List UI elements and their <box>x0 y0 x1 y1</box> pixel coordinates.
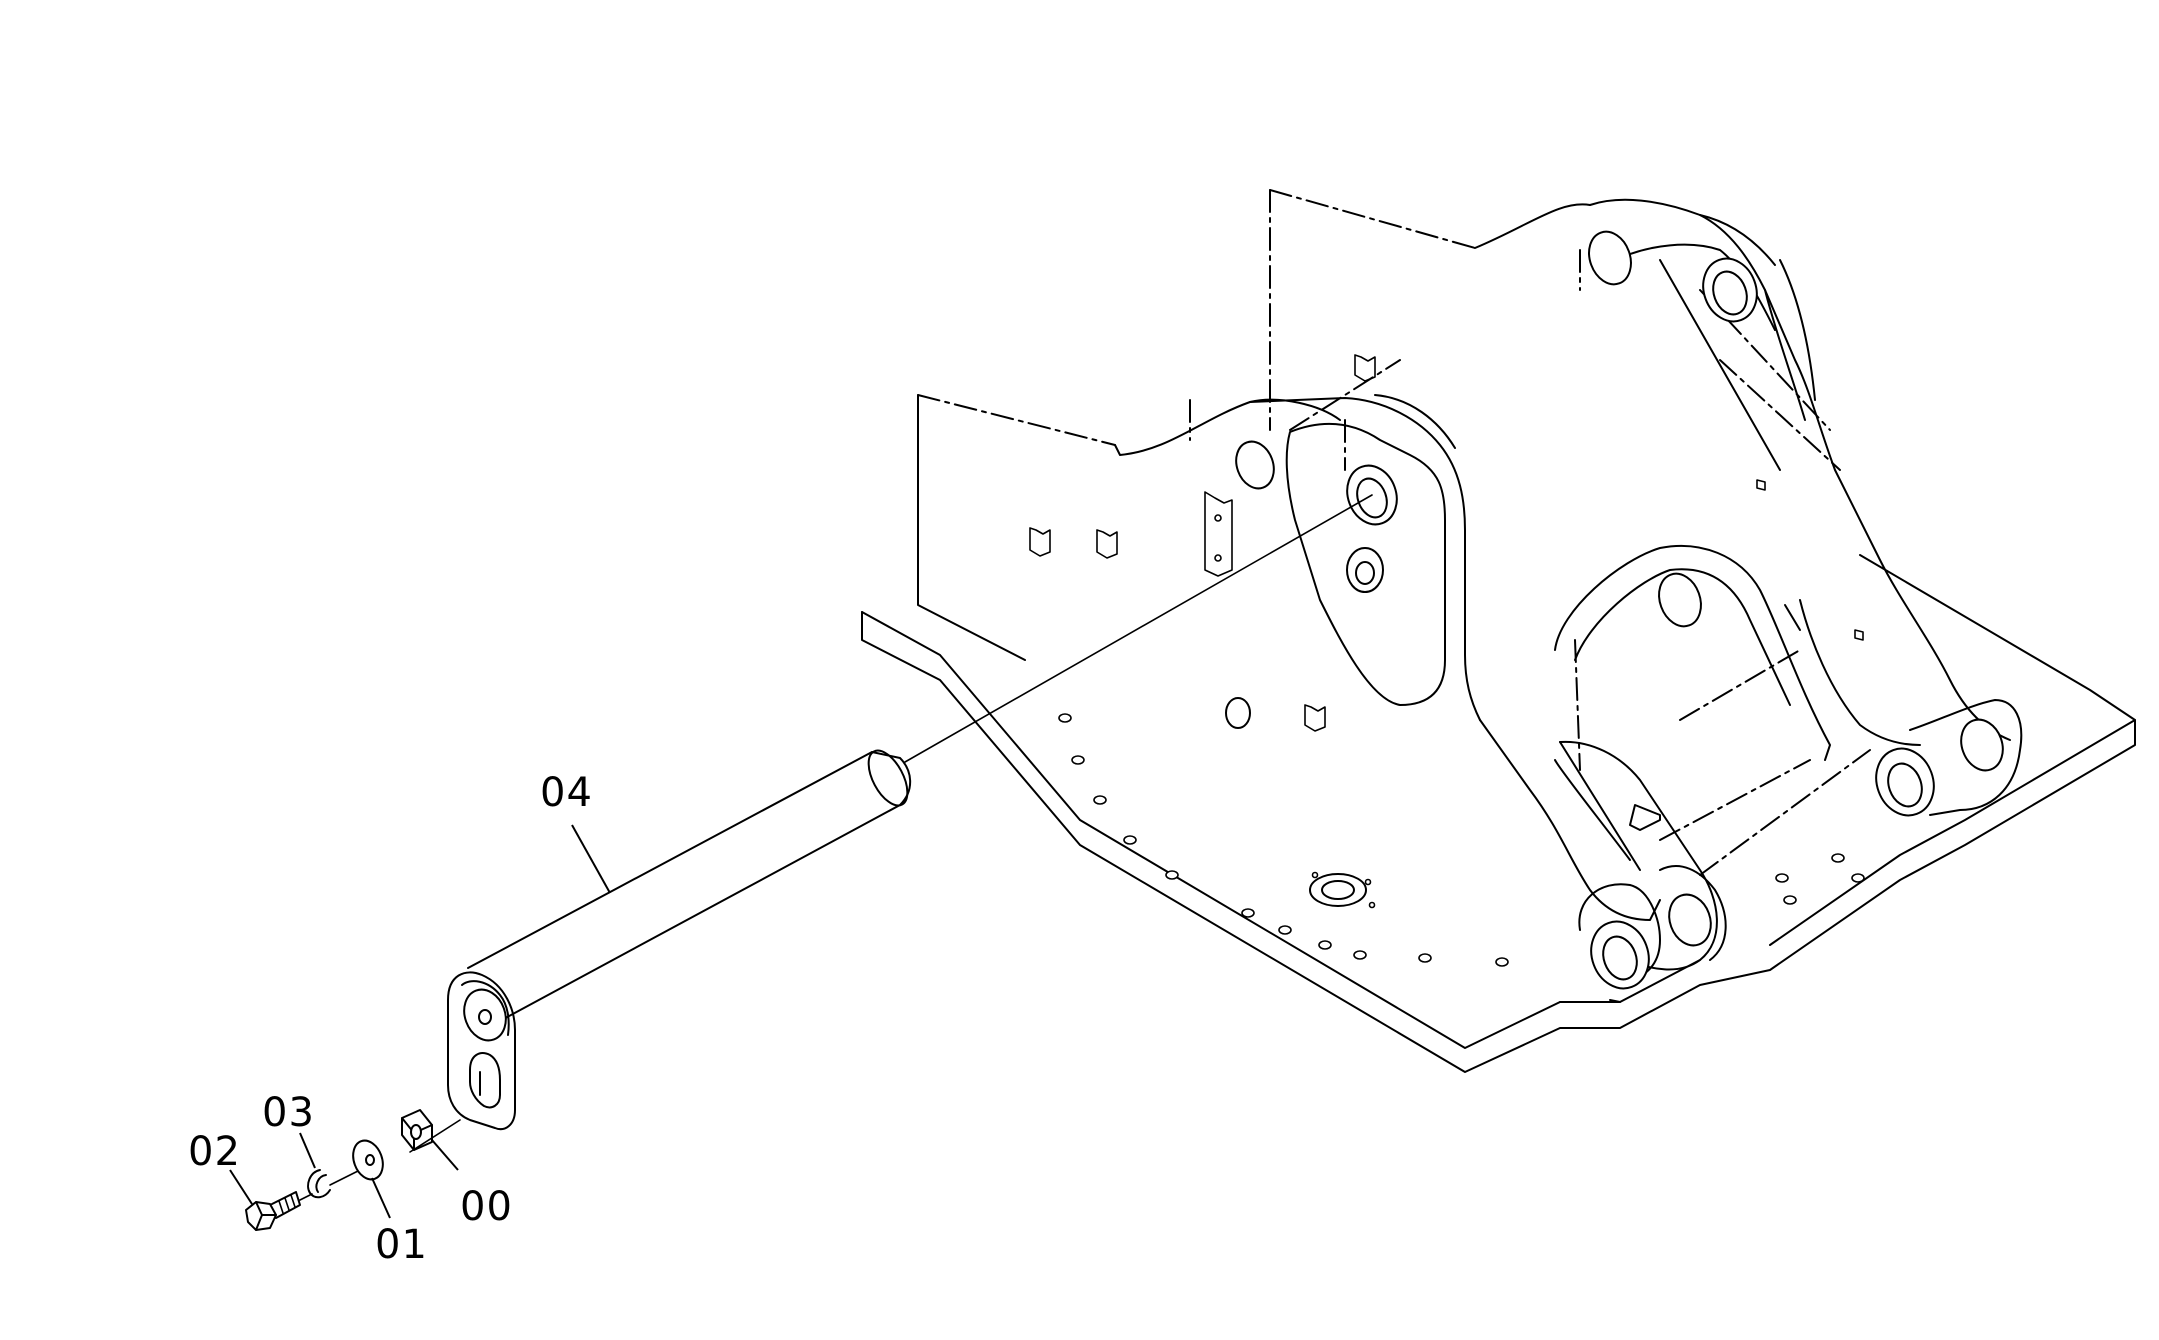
rear-tower <box>1589 198 2011 741</box>
pin-head-plate <box>447 971 516 1130</box>
main-frame <box>861 189 2136 1073</box>
callout-01: 01 <box>375 1222 428 1268</box>
base-plate <box>861 554 2136 1073</box>
side-plate-left <box>917 394 1026 661</box>
pin-shaft <box>467 749 912 1023</box>
callout-00: 00 <box>460 1184 513 1230</box>
flat-washer <box>352 1139 384 1181</box>
clip-brackets <box>1029 354 1376 732</box>
spring-washer <box>307 1169 331 1199</box>
boom-bracket <box>1285 422 1446 706</box>
callout-02: 02 <box>188 1129 241 1175</box>
callout-04: 04 <box>540 770 593 816</box>
callout-03: 03 <box>262 1090 315 1136</box>
pin-assembly <box>245 494 1373 1231</box>
callouts: 04 00 01 03 02 <box>188 770 611 1268</box>
hex-bolt <box>245 1191 301 1231</box>
lock-nut <box>401 1109 433 1151</box>
base-bolt-holes <box>1058 713 1865 967</box>
